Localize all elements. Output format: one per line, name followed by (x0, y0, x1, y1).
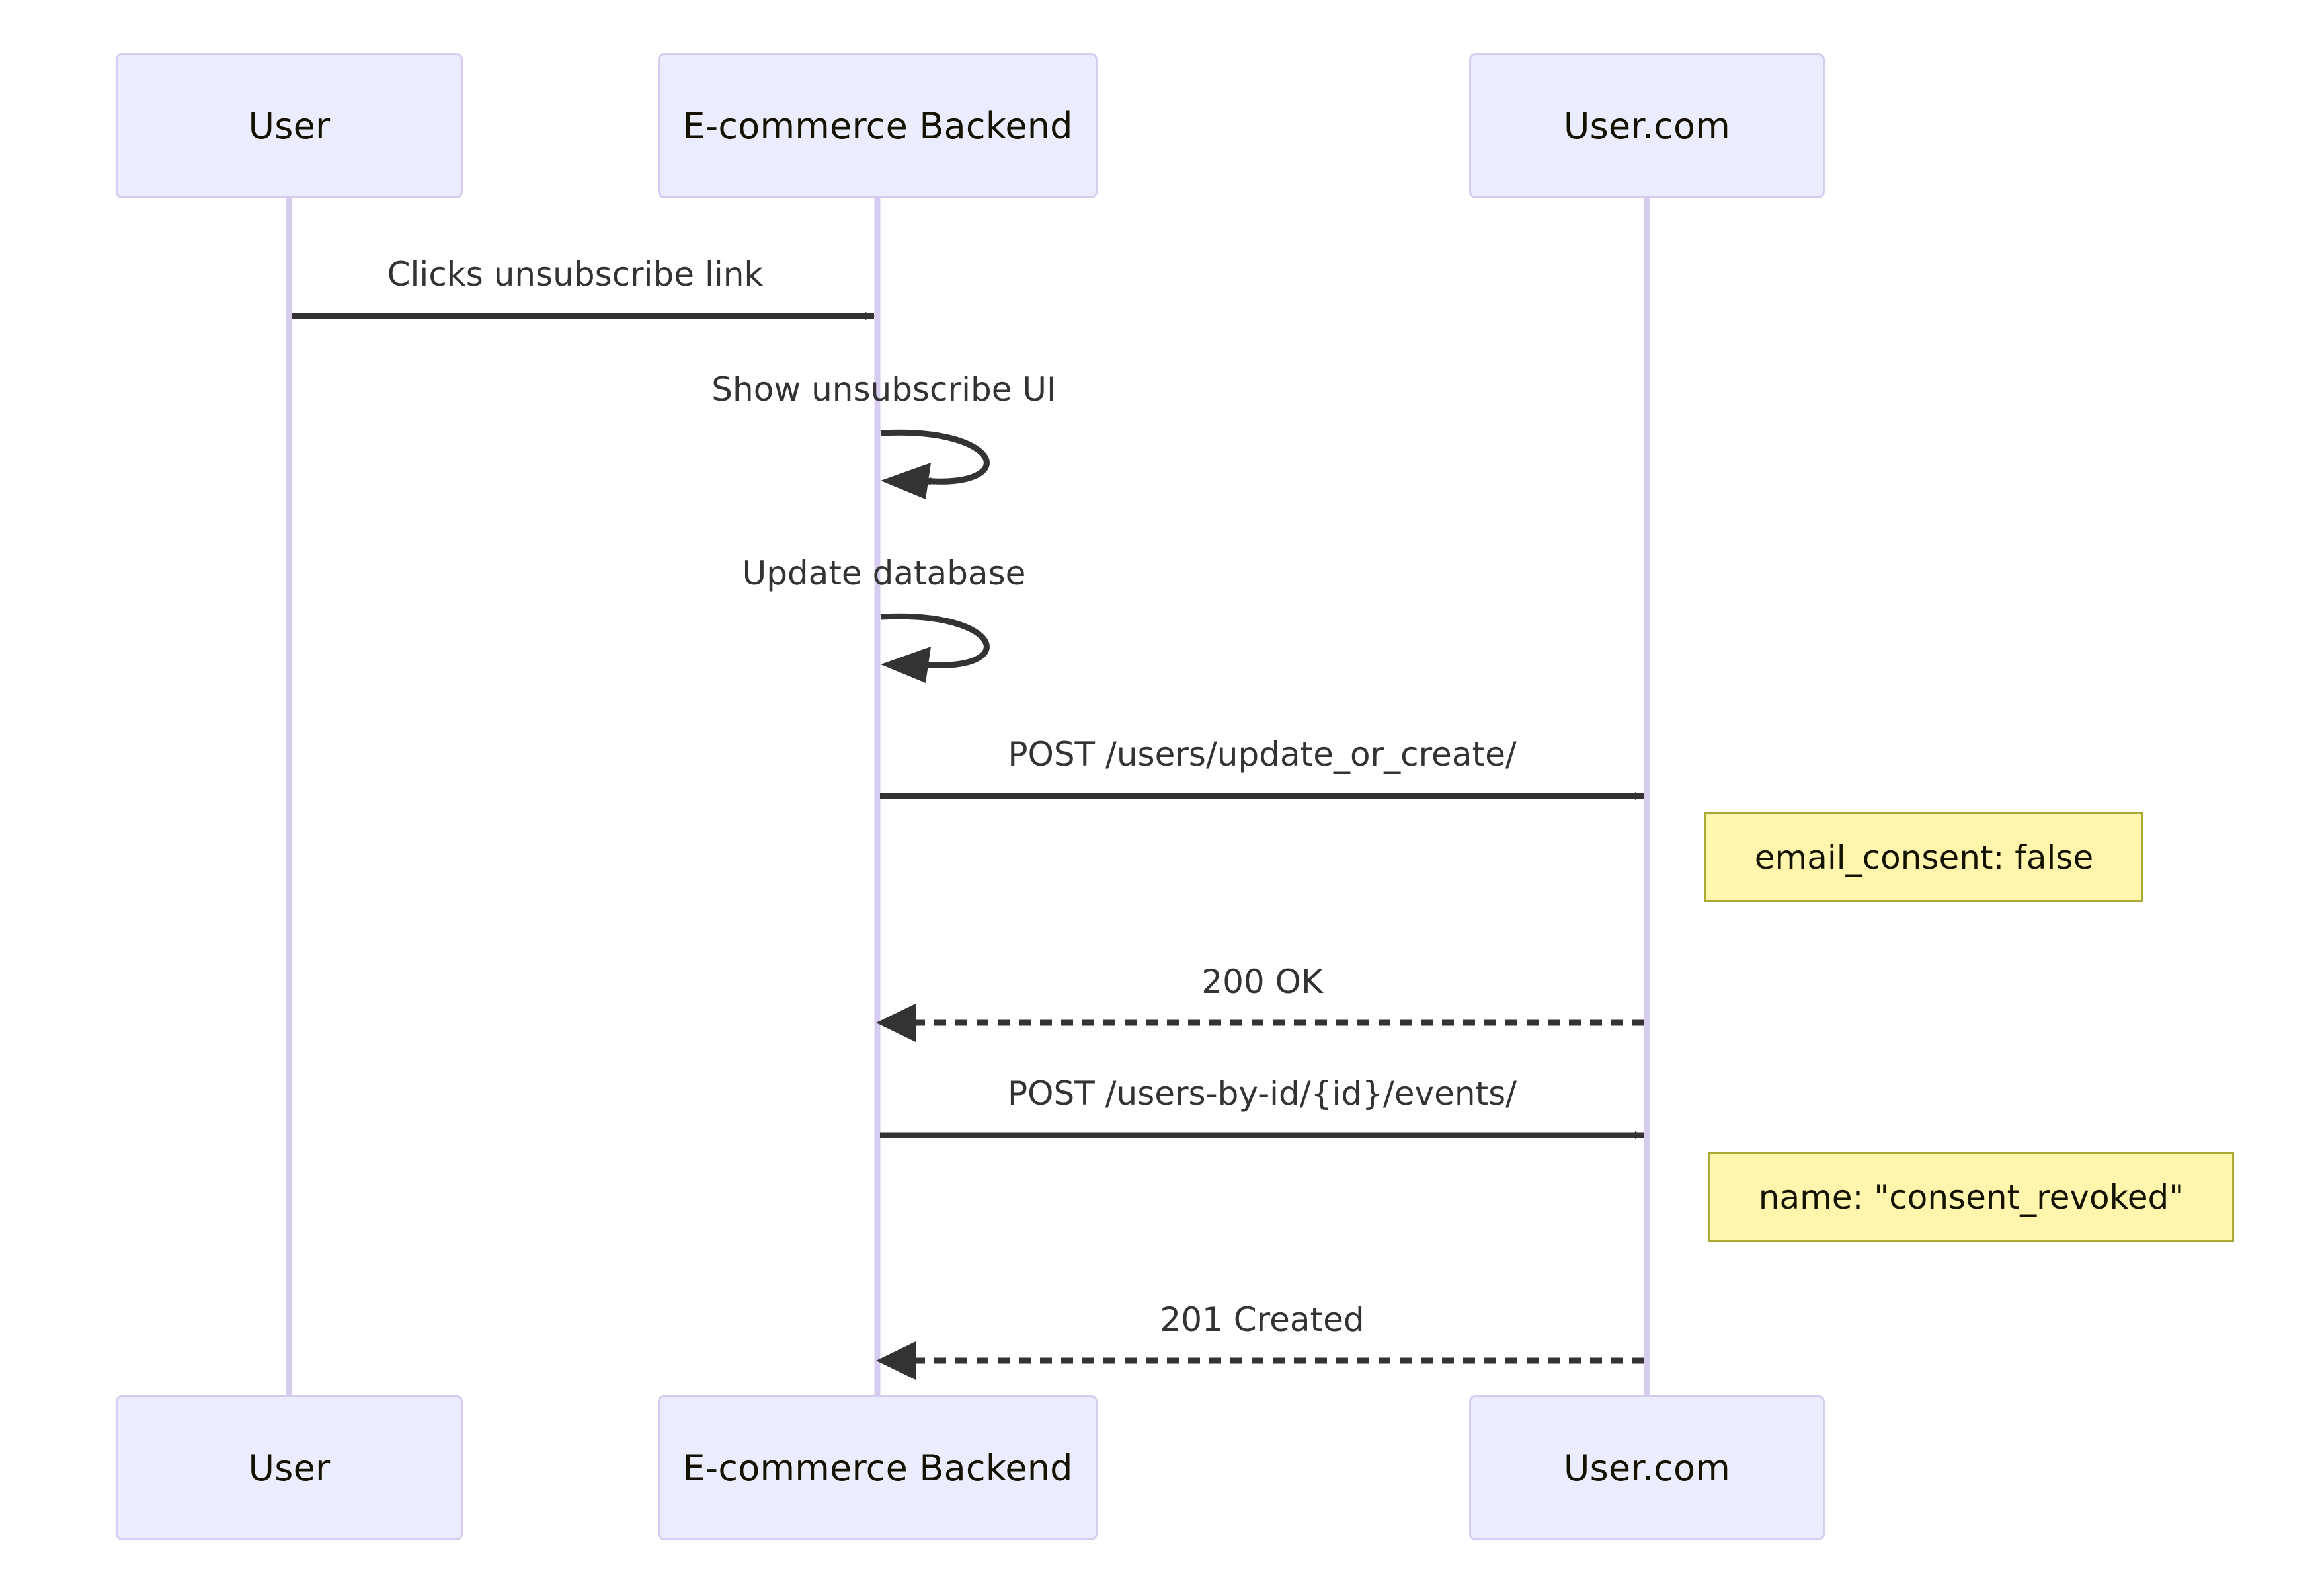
self-loop-show-unsubscribe-ui (880, 429, 990, 486)
participant-box-usercom-bottom[interactable]: User.com (1469, 1395, 1825, 1540)
message-label-post-users-update-or-create: POST /users/update_or_create/ (1008, 735, 1517, 774)
message-label-post-users-by-id-events: POST /users-by-id/{id}/events/ (1007, 1074, 1517, 1113)
arrowhead-201-created (876, 1341, 916, 1380)
note-consent-revoked: name: "consent_revoked" (1708, 1152, 2234, 1242)
participant-label-usercom-top: User.com (1563, 104, 1731, 147)
note-email-consent: email_consent: false (1704, 812, 2143, 902)
participant-box-usercom-top[interactable]: User.com (1469, 53, 1825, 198)
self-loop-arrowhead-update-database (881, 647, 931, 683)
message-label-show-unsubscribe-ui: Show unsubscribe UI (711, 370, 1057, 409)
participant-box-user-bottom[interactable]: User (116, 1395, 463, 1540)
participant-label-usercom-bottom: User.com (1563, 1447, 1731, 1489)
participant-box-user-top[interactable]: User (116, 53, 463, 198)
note-label-consent-revoked: name: "consent_revoked" (1758, 1177, 2184, 1217)
note-label-email-consent: email_consent: false (1754, 838, 2094, 877)
message-label-201-created: 201 Created (1160, 1300, 1365, 1339)
self-loop-arrowhead-show-unsubscribe-ui (881, 463, 931, 499)
message-label-update-database: Update database (742, 554, 1026, 592)
arrowhead-200-ok (876, 1004, 916, 1042)
participant-label-user-top: User (248, 104, 331, 147)
self-loop-update-database (880, 613, 990, 668)
participant-label-backend-top: E-commerce Backend (682, 104, 1073, 147)
participant-box-backend-top[interactable]: E-commerce Backend (658, 53, 1098, 198)
participant-label-user-bottom: User (248, 1447, 331, 1489)
message-label-clicks-unsubscribe-link: Clicks unsubscribe link (387, 255, 764, 294)
participant-box-backend-bottom[interactable]: E-commerce Backend (658, 1395, 1098, 1540)
participant-label-backend-bottom: E-commerce Backend (682, 1447, 1073, 1489)
message-label-200-ok: 200 OK (1201, 963, 1323, 1001)
